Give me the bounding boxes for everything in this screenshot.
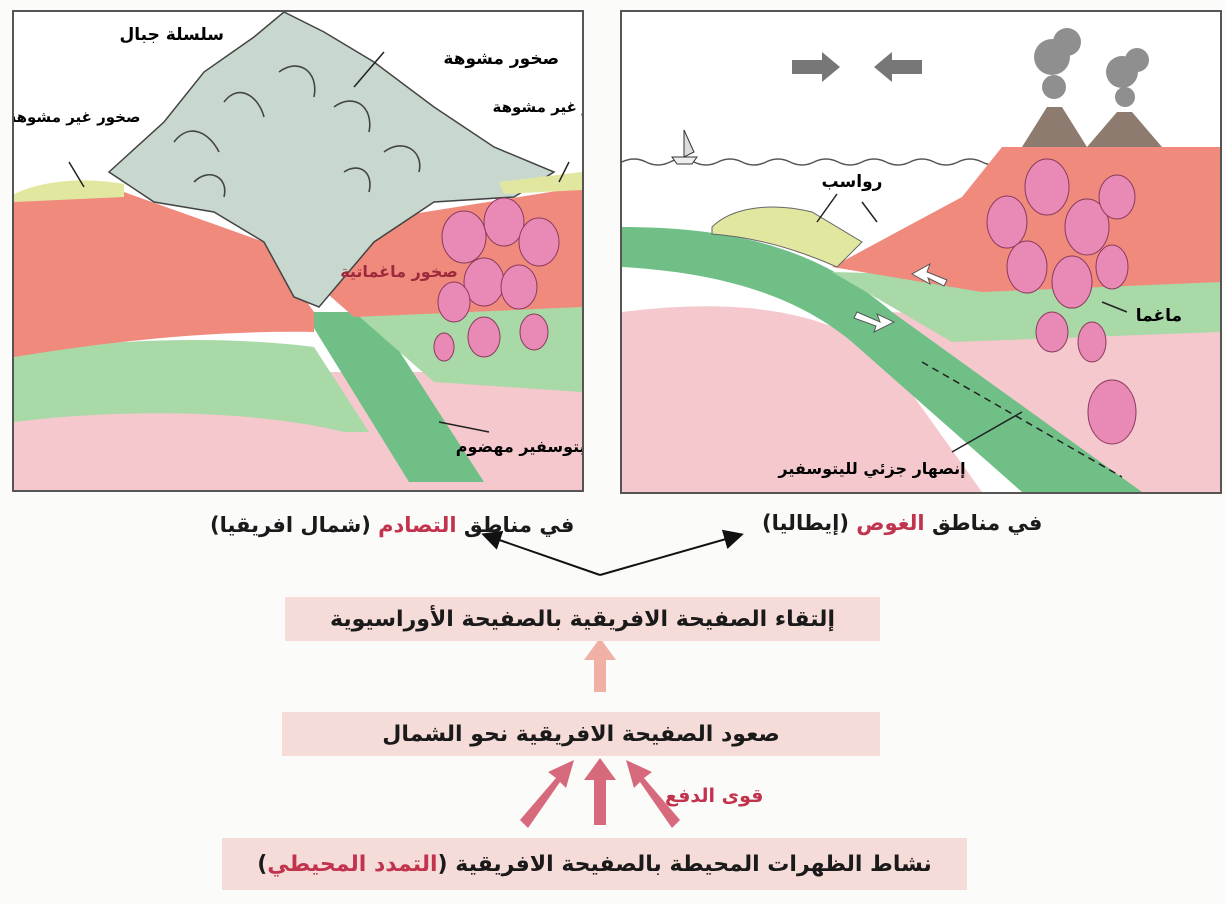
up-arrow-center <box>584 758 616 825</box>
ridge-activity-box: نشاط الظهرات المحيطة بالصفيحة الافريقية … <box>222 838 967 890</box>
collision-caption: في مناطق التصادم (شمال افريقيا) <box>210 513 574 537</box>
plates-meeting-box: إلتقاء الصفيحة الافريقية بالصفيحة الأورا… <box>285 597 880 641</box>
up-arrow-top <box>584 638 616 692</box>
ocean-expansion-label: التمدد المحيطي <box>267 852 437 877</box>
up-arrow-left <box>520 760 574 828</box>
african-plate-north-box: صعود الصفيحة الافريقية نحو الشمال <box>282 712 880 756</box>
push-forces-label: قوى الدفع <box>665 785 763 807</box>
arrow-to-subduction <box>600 535 740 575</box>
arrow-to-collision <box>485 535 600 575</box>
subduction-caption: في مناطق الغوص (إيطاليا) <box>762 511 1042 535</box>
